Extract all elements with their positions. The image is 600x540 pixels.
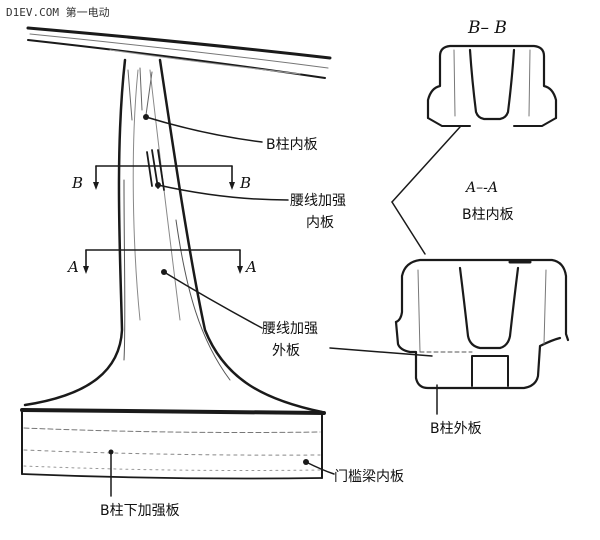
label-waist-outer-line1: 腰线加强	[262, 321, 318, 337]
section-bb-profile	[426, 44, 558, 127]
section-marker-a-right: A	[246, 258, 257, 276]
section-marker-a-left: A	[68, 258, 79, 276]
label-waist-outer: 腰线加强 外板	[262, 318, 318, 362]
label-waist-inner-line2: 内板	[306, 215, 334, 231]
leader-dots	[108, 114, 309, 465]
label-waist-inner-line1: 腰线加强	[290, 193, 346, 209]
label-waist-outer-line2: 外板	[272, 343, 300, 359]
label-waist-inner: 腰线加强 内板	[290, 190, 346, 234]
b-pillar-body	[23, 58, 324, 414]
section-marker-b-right: B	[240, 174, 252, 192]
roof-rail	[26, 26, 332, 79]
label-section-aa-b-pillar-inner: B柱内板	[462, 207, 514, 223]
section-line-bb	[95, 165, 233, 187]
section-title-bb: B– B	[468, 18, 507, 38]
label-sill-inner: 门槛梁内板	[334, 469, 404, 485]
label-b-pillar-outer: B柱外板	[430, 421, 482, 437]
watermark-text: D1EV.COM 第一电动	[6, 6, 110, 19]
label-b-pillar-inner: B柱内板	[266, 137, 318, 153]
section-title-aa: A–-A	[466, 180, 498, 196]
section-aa-profile	[394, 258, 570, 390]
section-marker-b-left: B	[72, 174, 84, 192]
leader-lines	[110, 116, 461, 497]
section-arrows	[83, 182, 243, 274]
section-line-aa	[85, 249, 241, 271]
sill-panel	[20, 408, 326, 480]
label-b-pillar-lower-reinforcement: B柱下加强板	[100, 503, 180, 519]
